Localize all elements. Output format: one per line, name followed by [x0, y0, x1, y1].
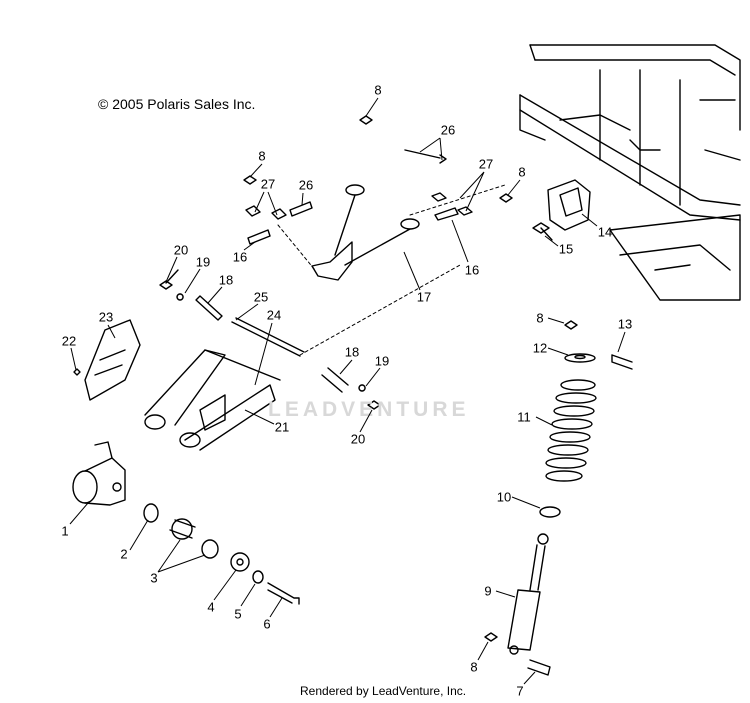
callout-16-right[interactable]: 16	[464, 262, 480, 278]
callout-8-upper-right[interactable]: 8	[518, 164, 526, 180]
callout-26-left[interactable]: 26	[298, 177, 314, 193]
callout-20-upper[interactable]: 20	[173, 242, 189, 258]
footer-credit: Rendered by LeadVenture, Inc.	[300, 684, 467, 698]
copyright-notice: © 2005 Polaris Sales Inc.	[98, 96, 256, 112]
callout-10[interactable]: 10	[496, 489, 512, 505]
callout-8-upper-left[interactable]: 8	[258, 148, 266, 164]
callout-21[interactable]: 21	[274, 419, 290, 435]
callout-7[interactable]: 7	[516, 683, 524, 699]
callout-1[interactable]: 1	[61, 523, 69, 539]
callout-27-right[interactable]: 27	[478, 156, 494, 172]
upper-a-arm-part	[311, 184, 420, 281]
callout-12[interactable]: 12	[532, 340, 548, 356]
frame-drawing	[519, 44, 741, 301]
callout-27-left[interactable]: 27	[260, 176, 276, 192]
lower-a-arm-part	[144, 349, 281, 451]
callout-19-upper[interactable]: 19	[195, 254, 211, 270]
hub-knuckle-part	[72, 441, 126, 506]
callout-13[interactable]: 13	[617, 316, 633, 332]
callout-6[interactable]: 6	[263, 616, 271, 632]
callout-25[interactable]: 25	[253, 289, 269, 305]
callout-23[interactable]: 23	[98, 309, 114, 325]
callout-19-lower[interactable]: 19	[374, 353, 390, 369]
callout-3[interactable]: 3	[150, 570, 158, 586]
callout-16-left[interactable]: 16	[232, 249, 248, 265]
coil-spring-part	[545, 379, 597, 482]
callout-8-top[interactable]: 8	[374, 82, 382, 98]
callout-2[interactable]: 2	[120, 546, 128, 562]
callout-18-lower[interactable]: 18	[344, 344, 360, 360]
callout-20-lower[interactable]: 20	[350, 431, 366, 447]
callout-5[interactable]: 5	[234, 606, 242, 622]
callout-15[interactable]: 15	[558, 241, 574, 257]
callout-4[interactable]: 4	[207, 599, 215, 615]
callout-14[interactable]: 14	[597, 224, 613, 240]
shock-absorber-part	[507, 533, 549, 655]
callout-11[interactable]: 11	[517, 409, 531, 425]
callout-24[interactable]: 24	[266, 307, 282, 323]
guard-part	[84, 319, 141, 401]
callout-8-shock[interactable]: 8	[470, 659, 478, 675]
callout-18-upper[interactable]: 18	[218, 272, 234, 288]
watermark-text: LEADVENTURE	[268, 398, 470, 421]
callout-22[interactable]: 22	[61, 333, 77, 349]
callout-26-right[interactable]: 26	[440, 122, 456, 138]
bracket-part	[547, 179, 591, 231]
callout-9[interactable]: 9	[484, 583, 492, 599]
callout-17[interactable]: 17	[416, 289, 432, 305]
callout-8-spring[interactable]: 8	[536, 310, 544, 326]
